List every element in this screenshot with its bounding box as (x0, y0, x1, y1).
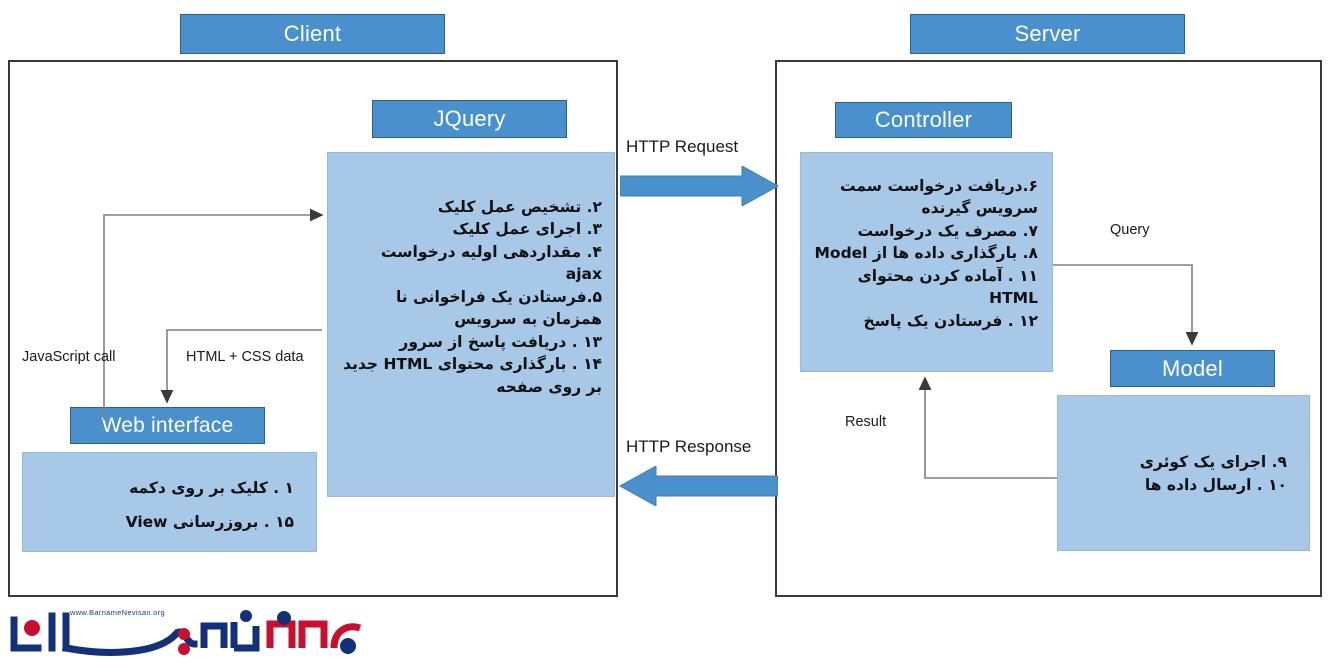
controller-panel: ۶.دریافت درخواست سمت سرویس گیرنده ۷. مصر… (800, 152, 1053, 372)
site-logo: www.BarnameNevisan.org (8, 604, 368, 656)
result-label: Result (845, 414, 887, 430)
model-step: ۱۰ . ارسال داده ها (1144, 476, 1287, 495)
html-css-data-label: HTML + CSS data (186, 349, 304, 365)
view-steps-list: ۱ . کلیک بر روی دکمه ۱۵ . بروزرسانی View (23, 453, 316, 539)
web-interface-box: Web interface (70, 407, 265, 444)
html-css-data-arrow (160, 329, 322, 404)
jquery-title-box: JQuery (372, 100, 567, 138)
view-step: ۱ . کلیک بر روی دکمه (129, 479, 294, 497)
model-title-label: Model (1162, 355, 1223, 381)
model-title-box: Model (1110, 350, 1275, 387)
controller-step: ۷. مصرف یک درخواست (857, 221, 1038, 240)
jquery-title-label: JQuery (433, 106, 506, 131)
client-title-box: Client (180, 14, 445, 54)
view-panel: ۱ . کلیک بر روی دکمه ۱۵ . بروزرسانی View (22, 452, 317, 552)
jquery-step: ۳. اجرای عمل کلیک (452, 220, 602, 239)
result-arrow (918, 376, 1057, 479)
view-step: ۱۵ . بروزرسانی View (125, 513, 294, 532)
barnamenevisan-logo-icon (10, 610, 362, 656)
model-step: ۹. اجرای یک کوئری (1139, 453, 1287, 471)
logo-dot (24, 620, 40, 636)
controller-steps-list: ۶.دریافت درخواست سمت سرویس گیرنده ۷. مصر… (801, 153, 1052, 332)
controller-step: ۱۲ . فرستادن یک پاسخ (863, 311, 1038, 330)
site-url-label: www.BarnameNevisan.org (70, 608, 165, 617)
http-response-label: HTTP Response (626, 437, 752, 456)
web-interface-label: Web interface (101, 413, 234, 437)
client-title-label: Client (283, 21, 342, 46)
jquery-step: ۴. مقداردهی اولیه درخواست ajax (380, 242, 602, 284)
query-label: Query (1110, 222, 1150, 238)
javascript-call-arrow (103, 208, 324, 420)
controller-title-label: Controller (874, 107, 973, 132)
jquery-step: ۱۴ . بارگذاری محتوای HTML جدید بر روی صف… (343, 355, 602, 396)
jquery-step: ۱۳ . دریافت پاسخ از سرور (399, 332, 602, 351)
jquery-step: ۵.فرستادن یک فراخوانی نا همزمان به سرویس (395, 287, 602, 329)
query-arrow (1053, 264, 1199, 346)
javascript-call-label: JavaScript call (22, 349, 116, 365)
controller-step: ۶.دریافت درخواست سمت سرویس گیرنده (840, 177, 1038, 218)
jquery-step: ۲. تشخیص عمل کلیک (437, 198, 602, 216)
jquery-steps-list: ۲. تشخیص عمل کلیک ۳. اجرای عمل کلیک ۴. م… (328, 153, 614, 398)
server-title-label: Server (1014, 21, 1081, 46)
model-steps-list: ۹. اجرای یک کوئری ۱۰ . ارسال داده ها (1058, 396, 1309, 498)
controller-step: ۱۱ . آماده کردن محتوای HTML (857, 266, 1038, 308)
server-title-box: Server (910, 14, 1185, 54)
controller-step: ۸. بارگذاری داده ها از Model (814, 244, 1039, 263)
http-request-label: HTTP Request (626, 137, 739, 156)
controller-title-box: Controller (835, 102, 1012, 138)
model-panel: ۹. اجرای یک کوئری ۱۰ . ارسال داده ها (1057, 395, 1310, 551)
jquery-panel: ۲. تشخیص عمل کلیک ۳. اجرای عمل کلیک ۴. م… (327, 152, 615, 497)
